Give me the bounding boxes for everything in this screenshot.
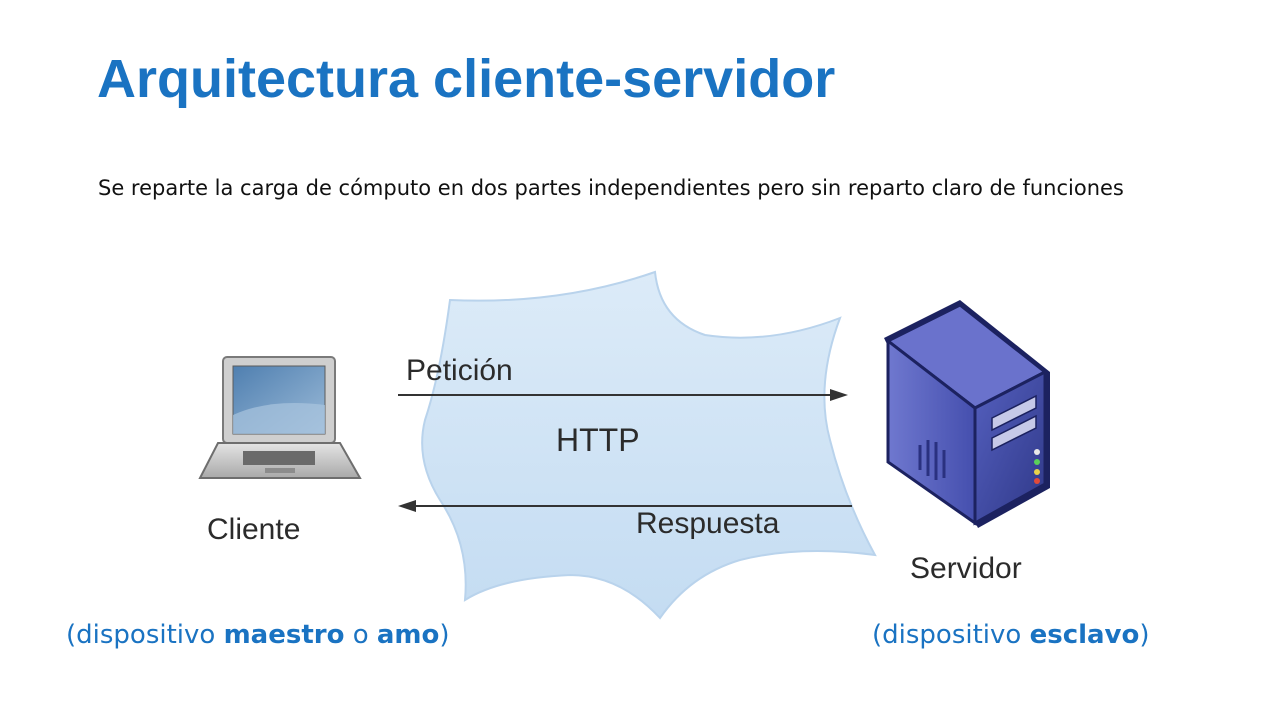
laptop-icon [200,357,360,478]
client-caption-role-master: maestro [224,620,345,650]
network-cloud-icon [422,272,875,618]
client-caption: (dispositivo maestro o amo) [66,620,450,650]
network-protocol-label: HTTP [556,422,640,458]
server-caption: (dispositivo esclavo) [872,620,1150,650]
server-caption-open: (dispositivo [872,620,1030,650]
client-label: Cliente [207,513,300,546]
client-caption-conjunction: o [344,620,376,650]
client-caption-role-owner: amo [377,620,440,650]
response-label: Respuesta [636,507,780,540]
server-label: Servidor [910,552,1022,585]
server-caption-role-slave: esclavo [1030,620,1140,650]
request-label: Petición [406,354,513,387]
server-tower-icon [884,300,1050,528]
server-caption-close: ) [1139,620,1149,650]
client-caption-close: ) [439,620,449,650]
client-caption-open: (dispositivo [66,620,224,650]
